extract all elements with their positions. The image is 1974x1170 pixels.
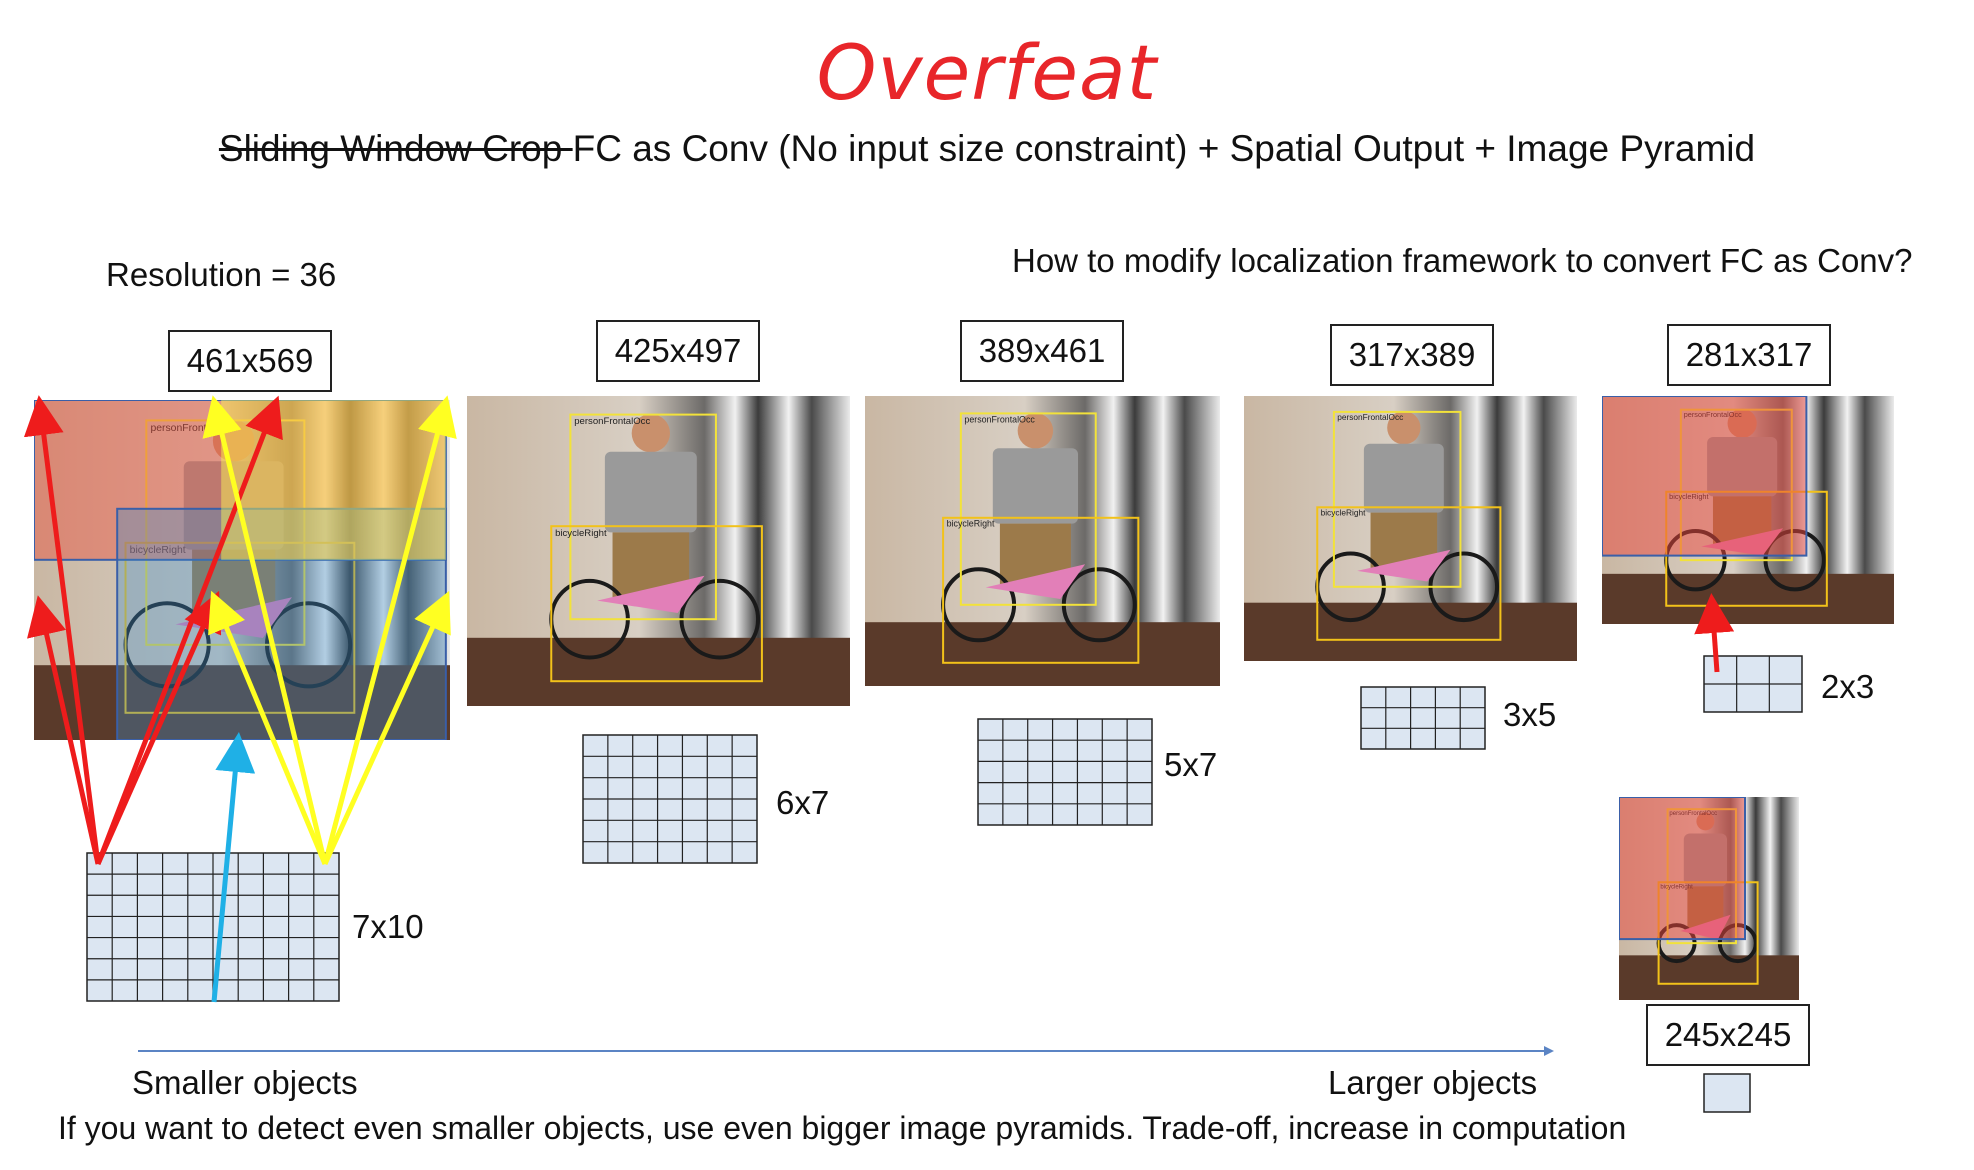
size-box-4: 317x389 [1330, 324, 1494, 386]
size-box-5: 281x317 [1667, 324, 1831, 386]
window-red [1619, 797, 1746, 941]
grid-svg [86, 852, 340, 1002]
output-grid-6 [1703, 1073, 1751, 1113]
bicycle-detection-box [124, 541, 356, 714]
person-head [631, 414, 670, 453]
grid-svg [582, 734, 758, 864]
red-arrow [23, 395, 101, 865]
person-shirt [1363, 443, 1444, 513]
yellow-arrow [322, 395, 457, 865]
output-grid-4 [1360, 686, 1486, 750]
yellow-arrow [322, 590, 451, 866]
bicycle-label: bicycleRight [947, 519, 995, 529]
floor [467, 637, 850, 706]
red-arrow-small [1694, 593, 1735, 673]
slide-subtitle: Sliding Window Crop FC as Conv (No input… [0, 128, 1974, 170]
size-box-1: 461x569 [168, 330, 332, 392]
grid-frame [977, 718, 1153, 826]
output-grid-3 [977, 718, 1153, 826]
floor [1602, 573, 1894, 624]
output-grid-5 [1703, 655, 1803, 713]
grid-svg [1703, 655, 1803, 713]
grid-label-2: 6x7 [776, 784, 830, 821]
red-arrow [27, 595, 101, 865]
person-label: personFrontalOcc [574, 416, 650, 427]
blue-arrow [211, 732, 256, 1003]
grid-svg [977, 718, 1153, 826]
window-red [1602, 396, 1808, 557]
bike-frame [597, 575, 705, 613]
floor [1244, 602, 1577, 661]
person-head [1017, 413, 1054, 449]
bicycle-detection-box [550, 525, 763, 683]
grid-label-3: 5x7 [1164, 746, 1218, 783]
floor [34, 665, 450, 740]
bicycle-label: bicycleRight [130, 545, 186, 556]
grid-frame [1360, 686, 1486, 750]
person-detection-box [1332, 410, 1462, 588]
person-label: personFrontalOcc [150, 423, 233, 434]
subtitle-text: FC as Conv (No input size constraint) + … [572, 128, 1756, 169]
person-head [1387, 411, 1421, 445]
output-grid-1 [86, 852, 340, 1002]
footer-note: If you want to detect even smaller objec… [58, 1110, 1627, 1146]
floor [1619, 955, 1799, 1000]
grid-frame [1703, 1073, 1751, 1113]
bike-frame [1357, 549, 1451, 582]
bicycle-label: bicycleRight [555, 528, 607, 539]
pyramid-image-3: personFrontalOcc bicycleRight [865, 396, 1220, 686]
struck-text: Sliding Window Crop [218, 128, 573, 169]
axis-left-label: Smaller objects [132, 1064, 358, 1101]
size-box-6: 245x245 [1646, 1004, 1810, 1066]
person-shirt [992, 448, 1078, 524]
pyramid-image-2: personFrontalOcc bicycleRight [467, 396, 850, 706]
photo-scene: personFrontalOcc bicycleRight [865, 412, 1220, 686]
person-label: personFrontalOcc [964, 414, 1035, 424]
grid-svg [1360, 686, 1486, 750]
bicycle-label: bicycleRight [1321, 508, 1367, 518]
bicycle-detection-box [942, 516, 1140, 664]
red-arrow [95, 395, 283, 865]
person-label: personFrontalOcc [1337, 412, 1403, 422]
person-detection-box [569, 413, 717, 621]
photo-scene: personFrontalOcc bicycleRight [467, 413, 850, 706]
slide-title: Overfeat [816, 28, 1158, 117]
grid-label-5: 2x3 [1821, 668, 1875, 705]
bicycle-detection-box [1316, 506, 1502, 641]
pyramid-image-4: personFrontalOcc bicycleRight [1244, 396, 1577, 661]
grid-svg [1703, 1073, 1751, 1113]
grid-label-1: 7x10 [352, 908, 424, 945]
floor [865, 622, 1220, 686]
grid-label-4: 3x5 [1503, 696, 1557, 733]
yellow-arrow [208, 590, 328, 865]
size-box-2: 425x497 [596, 320, 760, 382]
size-box-3: 389x461 [960, 320, 1124, 382]
photo-scene: personFrontalOcc bicycleRight [1244, 410, 1577, 661]
resolution-note: Resolution = 36 [106, 256, 337, 293]
bike-frame [985, 564, 1086, 599]
axis-right-label: Larger objects [1328, 1064, 1538, 1101]
person-shirt [604, 451, 697, 533]
output-grid-2 [582, 734, 758, 864]
person-detection-box [959, 412, 1097, 606]
question-note: How to modify localization framework to … [1012, 242, 1913, 279]
yellow-arrow [202, 395, 328, 865]
